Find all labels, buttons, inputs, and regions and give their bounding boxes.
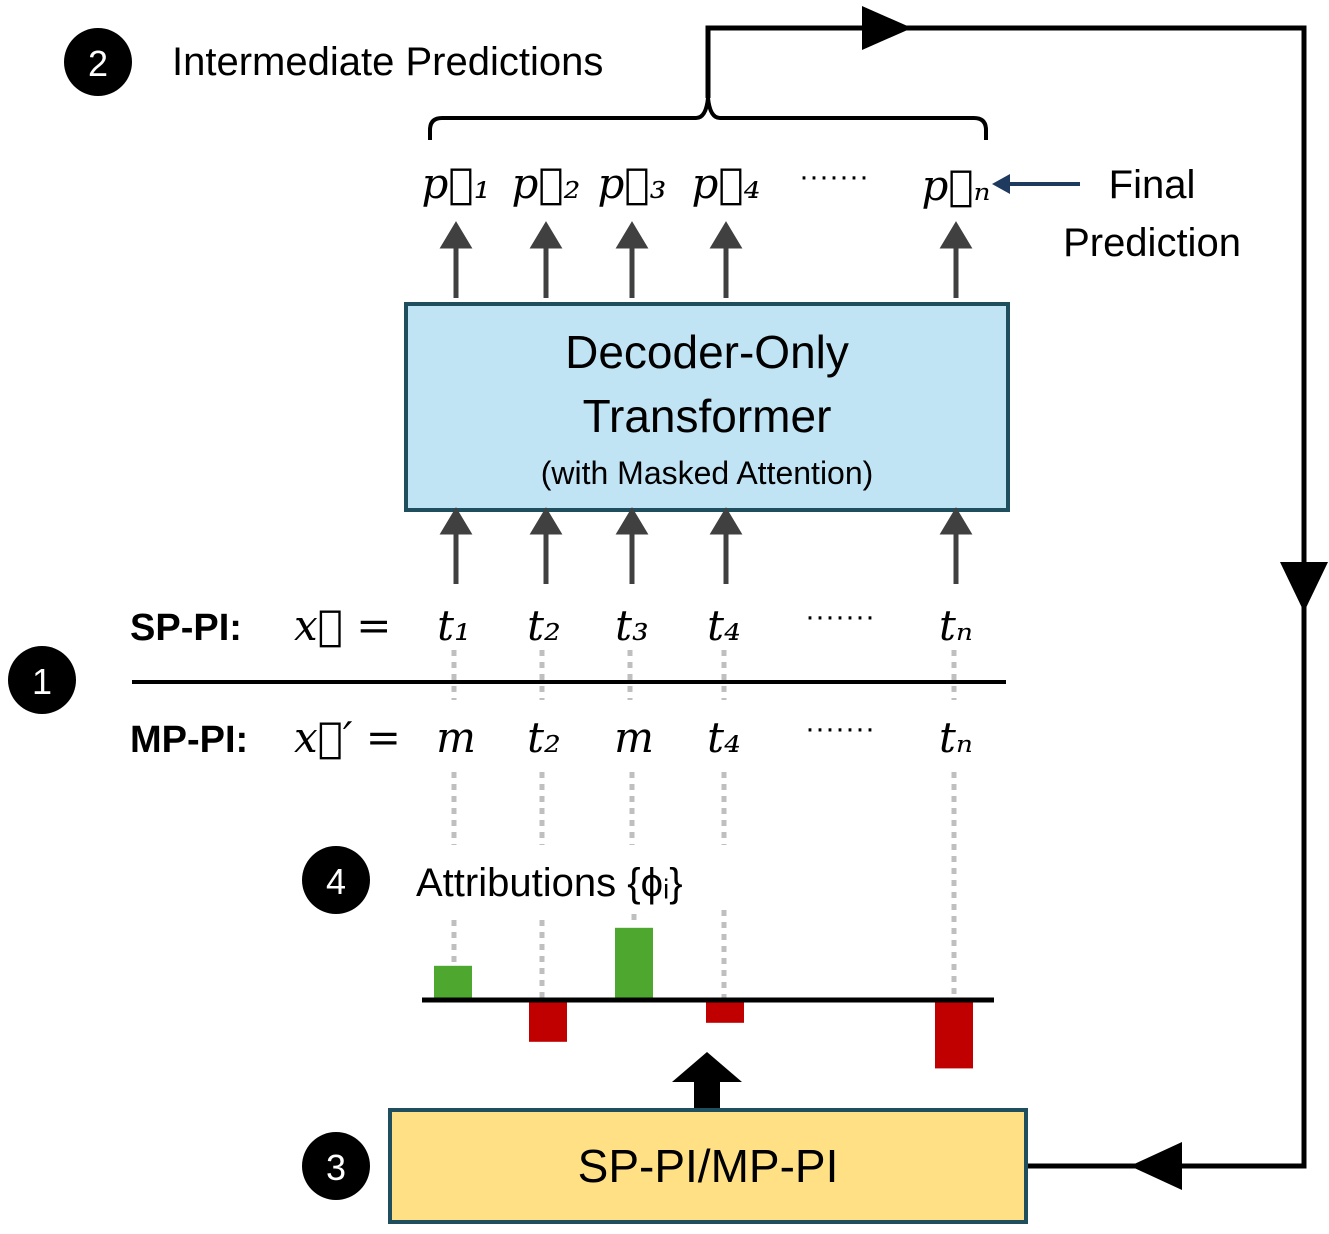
svg-text:2: 2 [88,43,108,84]
step-badge-3: 3 [302,1132,370,1200]
loop-arrowhead-right-icon [862,6,912,50]
mp-pi-token-1: m [436,713,476,762]
prediction-4: p⃗₄ [692,159,761,208]
attribution-bar-5 [935,1000,973,1069]
sp-pi-token-2: t₂ [527,601,561,650]
final-arrowhead-icon [992,174,1010,194]
transformer-subtitle: (with Masked Attention) [541,455,874,491]
step-badge-2: 2 [64,28,132,96]
token-guides [451,650,957,1000]
svg-text:3: 3 [326,1147,346,1188]
step-badge-4: 4 [302,846,370,914]
final-label-line1: Final [1109,163,1196,207]
sp-pi-token-1: t₁ [437,601,471,650]
attributions-label: Attributions {ϕᵢ} [416,861,683,905]
feedback-loop [705,6,1328,1190]
prediction-ellipsis: ······· [799,160,869,193]
sp-pi-token-n: tₙ [939,601,973,650]
step-badge-1: 1 [8,646,76,714]
sp-pi-lhs: x⃗ = [294,601,391,650]
attribution-bar-4 [706,1000,744,1023]
sp-pi-row: SP-PI: x⃗ = t₁ t₂ t₃ t₄ ······· tₙ [130,600,973,650]
attribution-bars [434,927,973,1069]
predictions-row: p⃗₁ p⃗₂ p⃗₃ p⃗₄ ······· p⃗ₙ [422,159,991,210]
prediction-n: p⃗ₙ [921,161,990,210]
intermediate-predictions-label: Intermediate Predictions [172,40,603,84]
transformer-title-line2: Transformer [583,390,832,442]
sp-pi-ellipsis: ······· [805,600,875,633]
svg-text:1: 1 [32,661,52,702]
sp-mp-pi-box: SP-PI/MP-PI [388,1108,1028,1224]
transformer-title-line1: Decoder-Only [565,326,849,378]
final-label-line2: Prediction [1063,221,1241,265]
mp-pi-ellipsis: ······· [805,712,875,745]
prediction-1: p⃗₁ [422,159,491,208]
sp-pi-token-3: t₃ [615,601,649,650]
loop-arrowhead-down-icon [1280,562,1328,612]
attribution-bar-2 [529,1000,567,1042]
input-arrows [439,507,973,584]
attribution-bar-3 [615,927,653,1000]
mp-pi-token-n: tₙ [939,713,973,762]
sp-pi-label: SP-PI: [130,607,242,649]
final-prediction-pointer [992,174,1080,194]
mp-pi-token-2: t₂ [527,713,561,762]
transformer-box: Decoder-Only Transformer (with Masked At… [404,302,1010,512]
sp-mp-pi-box-label: SP-PI/MP-PI [578,1140,839,1192]
prediction-3: p⃗₃ [598,159,667,208]
svg-text:4: 4 [326,861,346,902]
prediction-2: p⃗₂ [512,159,581,208]
attribution-bar-1 [434,965,472,1000]
loop-arrowhead-left-icon [1130,1142,1182,1190]
box3-up-arrow-icon [672,1052,742,1110]
mp-pi-lhs: x⃗′ = [294,713,401,762]
mp-pi-row: MP-PI: x⃗′ = m t₂ m t₄ ······· tₙ [130,712,973,762]
output-arrows [439,221,973,298]
mp-pi-token-3: m [614,713,654,762]
prediction-brace [428,97,988,140]
mp-pi-token-4: t₄ [707,713,741,762]
sp-pi-token-4: t₄ [707,601,741,650]
mp-pi-label: MP-PI: [130,719,248,761]
